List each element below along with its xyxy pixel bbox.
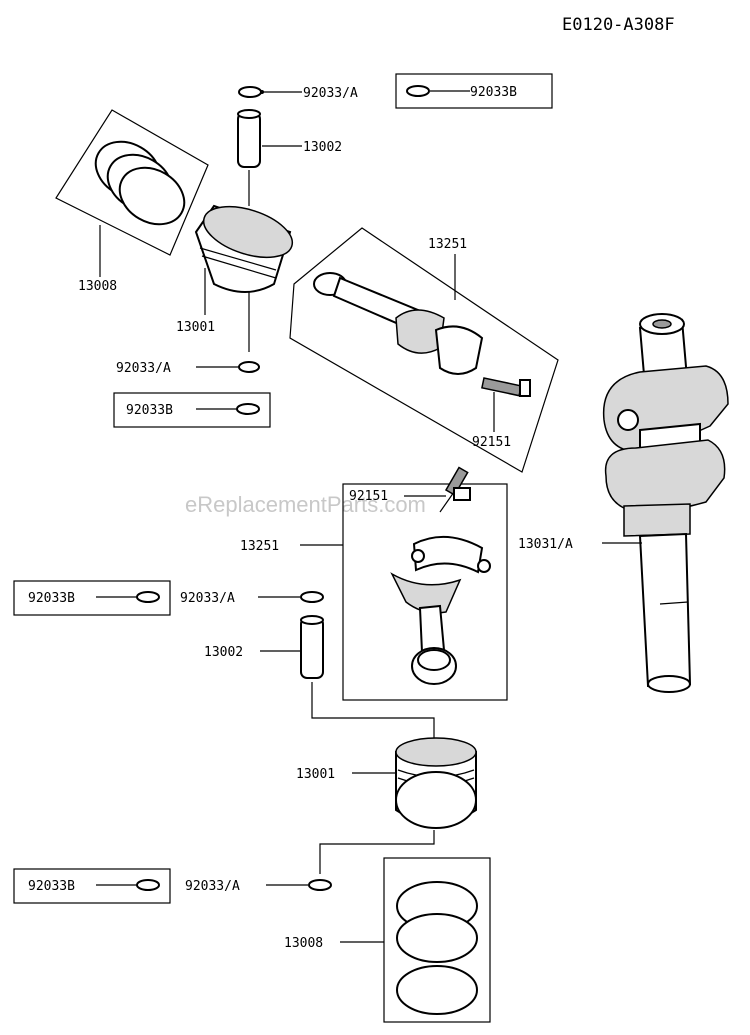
label-crankshaft: 13031/A — [518, 537, 573, 552]
label-piston-top: 13001 — [176, 320, 215, 335]
connecting-rod-mid — [390, 535, 491, 685]
label-snap-ring-b-bottom: 92033B — [28, 879, 75, 894]
piston-pin-top[interactable] — [237, 109, 261, 168]
piston-rings-box-bottom[interactable] — [383, 857, 491, 1023]
snap-ring-b-icon-mid — [136, 591, 160, 603]
snap-ring-mid[interactable] — [300, 591, 324, 603]
label-snap-ring-b-mid: 92033B — [28, 591, 75, 606]
piston-top[interactable] — [194, 197, 299, 293]
label-snap-ring-a-top: 92033/A — [303, 86, 358, 101]
label-snap-ring-b-left: 92033B — [126, 403, 173, 418]
connecting-rod-box-top[interactable] — [289, 227, 559, 473]
label-pin-top: 13002 — [303, 140, 342, 155]
connecting-rod-top — [313, 272, 484, 375]
label-snap-ring-b-top: 92033B — [470, 85, 517, 100]
snap-ring-b-icon-left — [236, 403, 260, 415]
snap-ring-b-box-mid[interactable] — [13, 580, 171, 616]
diagram-code: E0120-A308F — [562, 15, 675, 35]
snap-ring-b-icon-bottom — [136, 879, 160, 891]
label-pin-mid: 13002 — [204, 645, 243, 660]
piston-rings-box-top[interactable] — [55, 109, 209, 256]
piston-rings-bottom — [396, 881, 478, 1015]
crankshaft[interactable] — [602, 313, 729, 693]
snap-ring-b-box-bottom[interactable] — [13, 868, 171, 904]
snap-ring-bottom[interactable] — [308, 879, 332, 891]
piston-pin-mid[interactable] — [300, 615, 324, 679]
label-rod-top: 13251 — [428, 237, 467, 252]
snap-ring-b-icon-top — [406, 85, 430, 97]
snap-ring-b-box-left[interactable] — [113, 392, 271, 428]
rod-bolt-mid — [439, 466, 471, 513]
label-piston-bottom: 13001 — [296, 767, 335, 782]
watermark: eReplacementParts.com — [185, 492, 426, 517]
label-bolt-top: 92151 — [472, 435, 511, 450]
piston-rings-top — [94, 140, 186, 226]
label-bolt-mid: 92151 — [349, 489, 388, 504]
piston-bottom[interactable] — [395, 737, 477, 829]
snap-ring-left[interactable] — [238, 361, 260, 373]
rod-bolt-top — [481, 377, 531, 397]
label-snap-ring-a-bottom: 92033/A — [185, 879, 240, 894]
label-snap-ring-a-mid: 92033/A — [180, 591, 235, 606]
snap-ring-top[interactable] — [238, 86, 262, 98]
label-snap-ring-a-left: 92033/A — [116, 361, 171, 376]
connecting-rod-box-mid[interactable] — [342, 483, 508, 701]
snap-ring-b-box-top[interactable] — [395, 73, 553, 109]
label-rod-mid: 13251 — [240, 539, 279, 554]
label-rings-top: 13008 — [78, 279, 117, 294]
label-rings-bottom: 13008 — [284, 936, 323, 951]
